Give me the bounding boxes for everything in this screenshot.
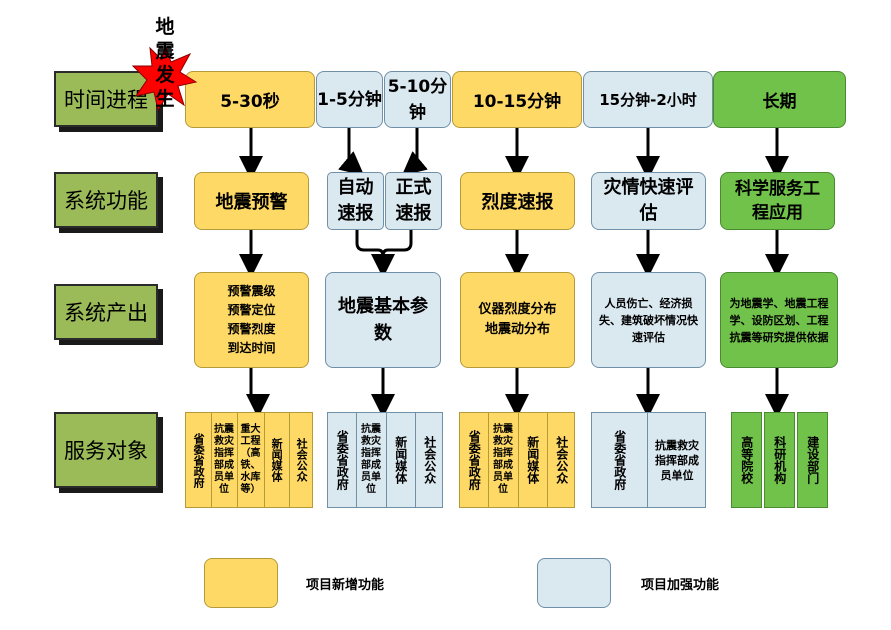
row-label-function: 系统功能	[54, 172, 158, 228]
service-universities: 高等院校	[731, 412, 762, 508]
time-long-term: 长期	[713, 71, 846, 128]
service-item: 新闻媒体	[518, 413, 548, 507]
legend-enhanced-label: 项目加强功能	[641, 578, 720, 593]
func-intensity-report: 烈度速报	[460, 172, 575, 230]
output-instrument-intensity: 仪器烈度分布	[478, 302, 557, 317]
service-construction-dept: 建设部门	[797, 412, 828, 508]
output-warning-magnitude: 预警震级	[227, 284, 276, 298]
service-item: 省委省政府	[592, 413, 648, 507]
time-1-5min: 1-5分钟	[316, 71, 383, 128]
arrow-func-to-output-3	[381, 230, 413, 257]
func-formal-report: 正式速报	[385, 172, 442, 230]
service-item: 抗震救灾指挥部成员单位	[488, 413, 519, 507]
func-earthquake-warning: 地震预警	[194, 172, 309, 230]
legend-new-swatch	[204, 558, 278, 608]
service-item: 省委省政府	[460, 413, 489, 507]
row-label-service: 服务对象	[54, 412, 158, 488]
service-item: 社会公众	[554, 436, 569, 484]
func-science-service: 科学服务工程应用	[720, 172, 835, 230]
service-item: 抗震救灾指挥部成员单位	[356, 413, 387, 507]
output-basic-params: 地震基本参数	[325, 272, 441, 368]
output-disaster-assessment: 人员伤亡、经济损失、建筑破坏情况快速评估	[591, 272, 706, 368]
arrow-time-to-formal-report	[401, 128, 428, 176]
output-intensity-distribution: 仪器烈度分布 地震动分布	[460, 272, 575, 368]
service-group-warning: 省委省政府 抗震救灾指挥部成员单位 重大工程（高铁、水库等） 新闻媒体 社会公众	[185, 412, 313, 508]
time-15min-2h: 15分钟-2小时	[583, 71, 713, 128]
output-science-basis: 为地震学、地震工程学、设防区划、工程抗震等研究提供依据	[720, 272, 838, 368]
service-item: 新闻媒体	[264, 413, 290, 507]
service-item: 省委省政府	[328, 413, 357, 507]
time-5-10min: 5-10分钟	[384, 71, 451, 128]
output-arrival-time: 到达时间	[227, 341, 276, 355]
service-research-institutes: 科研机构	[764, 412, 795, 508]
service-item: 重大工程（高铁、水库等）	[237, 413, 265, 507]
arrow-output-to-service-1	[246, 368, 270, 418]
row-label-time: 时间进程	[54, 71, 158, 127]
service-item: 省委省政府	[186, 413, 212, 507]
func-disaster-assessment: 灾情快速评估	[591, 172, 706, 230]
time-5-30s: 5-30秒	[185, 71, 315, 128]
service-group-basic: 省委省政府 抗震救灾指挥部成员单位 新闻媒体 社会公众	[327, 412, 443, 508]
star-text: 地震发生	[155, 16, 175, 110]
service-group-intensity: 省委省政府 抗震救灾指挥部成员单位 新闻媒体 社会公众	[459, 412, 575, 508]
row-label-output: 系统产出	[54, 284, 158, 340]
output-warning-params: 预警震级 预警定位 预警烈度 到达时间	[194, 272, 309, 368]
service-item: 抗震救灾指挥部成员单位	[655, 438, 699, 482]
earthquake-occurs-label: 地震发生	[150, 15, 180, 111]
output-warning-intensity: 预警烈度	[227, 322, 276, 336]
time-10-15min: 10-15分钟	[452, 71, 582, 128]
service-item: 抗震救灾指挥部成员单位	[211, 413, 238, 507]
legend-enhanced-swatch	[537, 558, 611, 608]
output-ground-motion: 地震动分布	[484, 322, 550, 337]
output-warning-location: 预警定位	[227, 303, 276, 317]
service-item: 社会公众	[422, 436, 437, 484]
legend-new-label: 项目新增功能	[306, 578, 385, 593]
service-item: 新闻媒体	[386, 413, 416, 507]
func-auto-report: 自动速报	[327, 172, 384, 230]
arrow-time-to-auto-report	[338, 128, 365, 176]
service-item: 社会公众	[295, 438, 309, 482]
service-group-disaster: 省委省政府 抗震救灾指挥部成员单位	[591, 412, 706, 508]
